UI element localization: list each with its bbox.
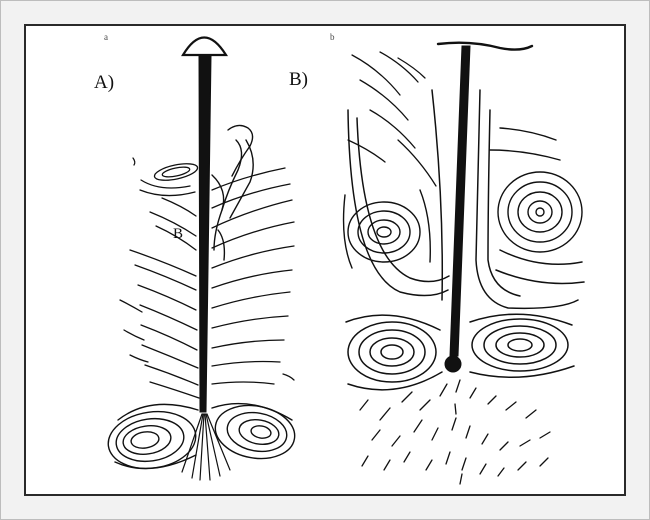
- panel-a-rod: [199, 56, 211, 412]
- panel-a-wake-lines: [182, 414, 230, 480]
- panel-b-vortex-lower-right: [470, 314, 574, 377]
- panel-b-top-bar: [438, 43, 532, 50]
- panel-b-vortex-lower-left: [346, 315, 442, 390]
- panel-a-corner-mark: a: [104, 32, 108, 42]
- panel-a-label: A): [94, 72, 114, 94]
- panel-b-upper-left-streaks: [348, 52, 436, 186]
- panel-b-vortex-upper-right: [490, 128, 582, 252]
- panel-b-rod-tip: [445, 356, 461, 372]
- inline-label: B: [173, 226, 183, 243]
- panel-b-wake-dashes: [360, 380, 550, 484]
- panel-a-left-streaks: [120, 198, 199, 398]
- panel-a-upper-swirl: [133, 158, 199, 196]
- panel-b-label: B): [289, 69, 308, 91]
- panel-b-rod: [450, 46, 470, 356]
- panel-a-drawing: [105, 38, 299, 481]
- panel-b-corner-mark: b: [330, 32, 335, 42]
- panel-b-drawing: [344, 43, 584, 484]
- panel-a-dome: [183, 38, 226, 56]
